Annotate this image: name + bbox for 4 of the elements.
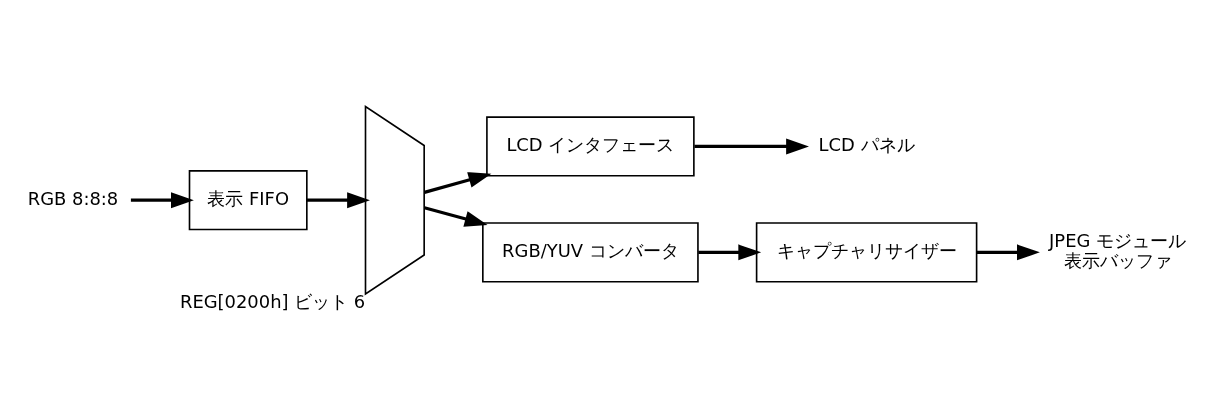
node-text: RGB 8:8:8 xyxy=(27,187,119,209)
node-label: REG[0200h] ビット 6 xyxy=(179,291,366,313)
node-text: LCD パネル xyxy=(818,134,915,156)
node-text: JPEG モジュール 表示バッファ xyxy=(1049,230,1187,271)
